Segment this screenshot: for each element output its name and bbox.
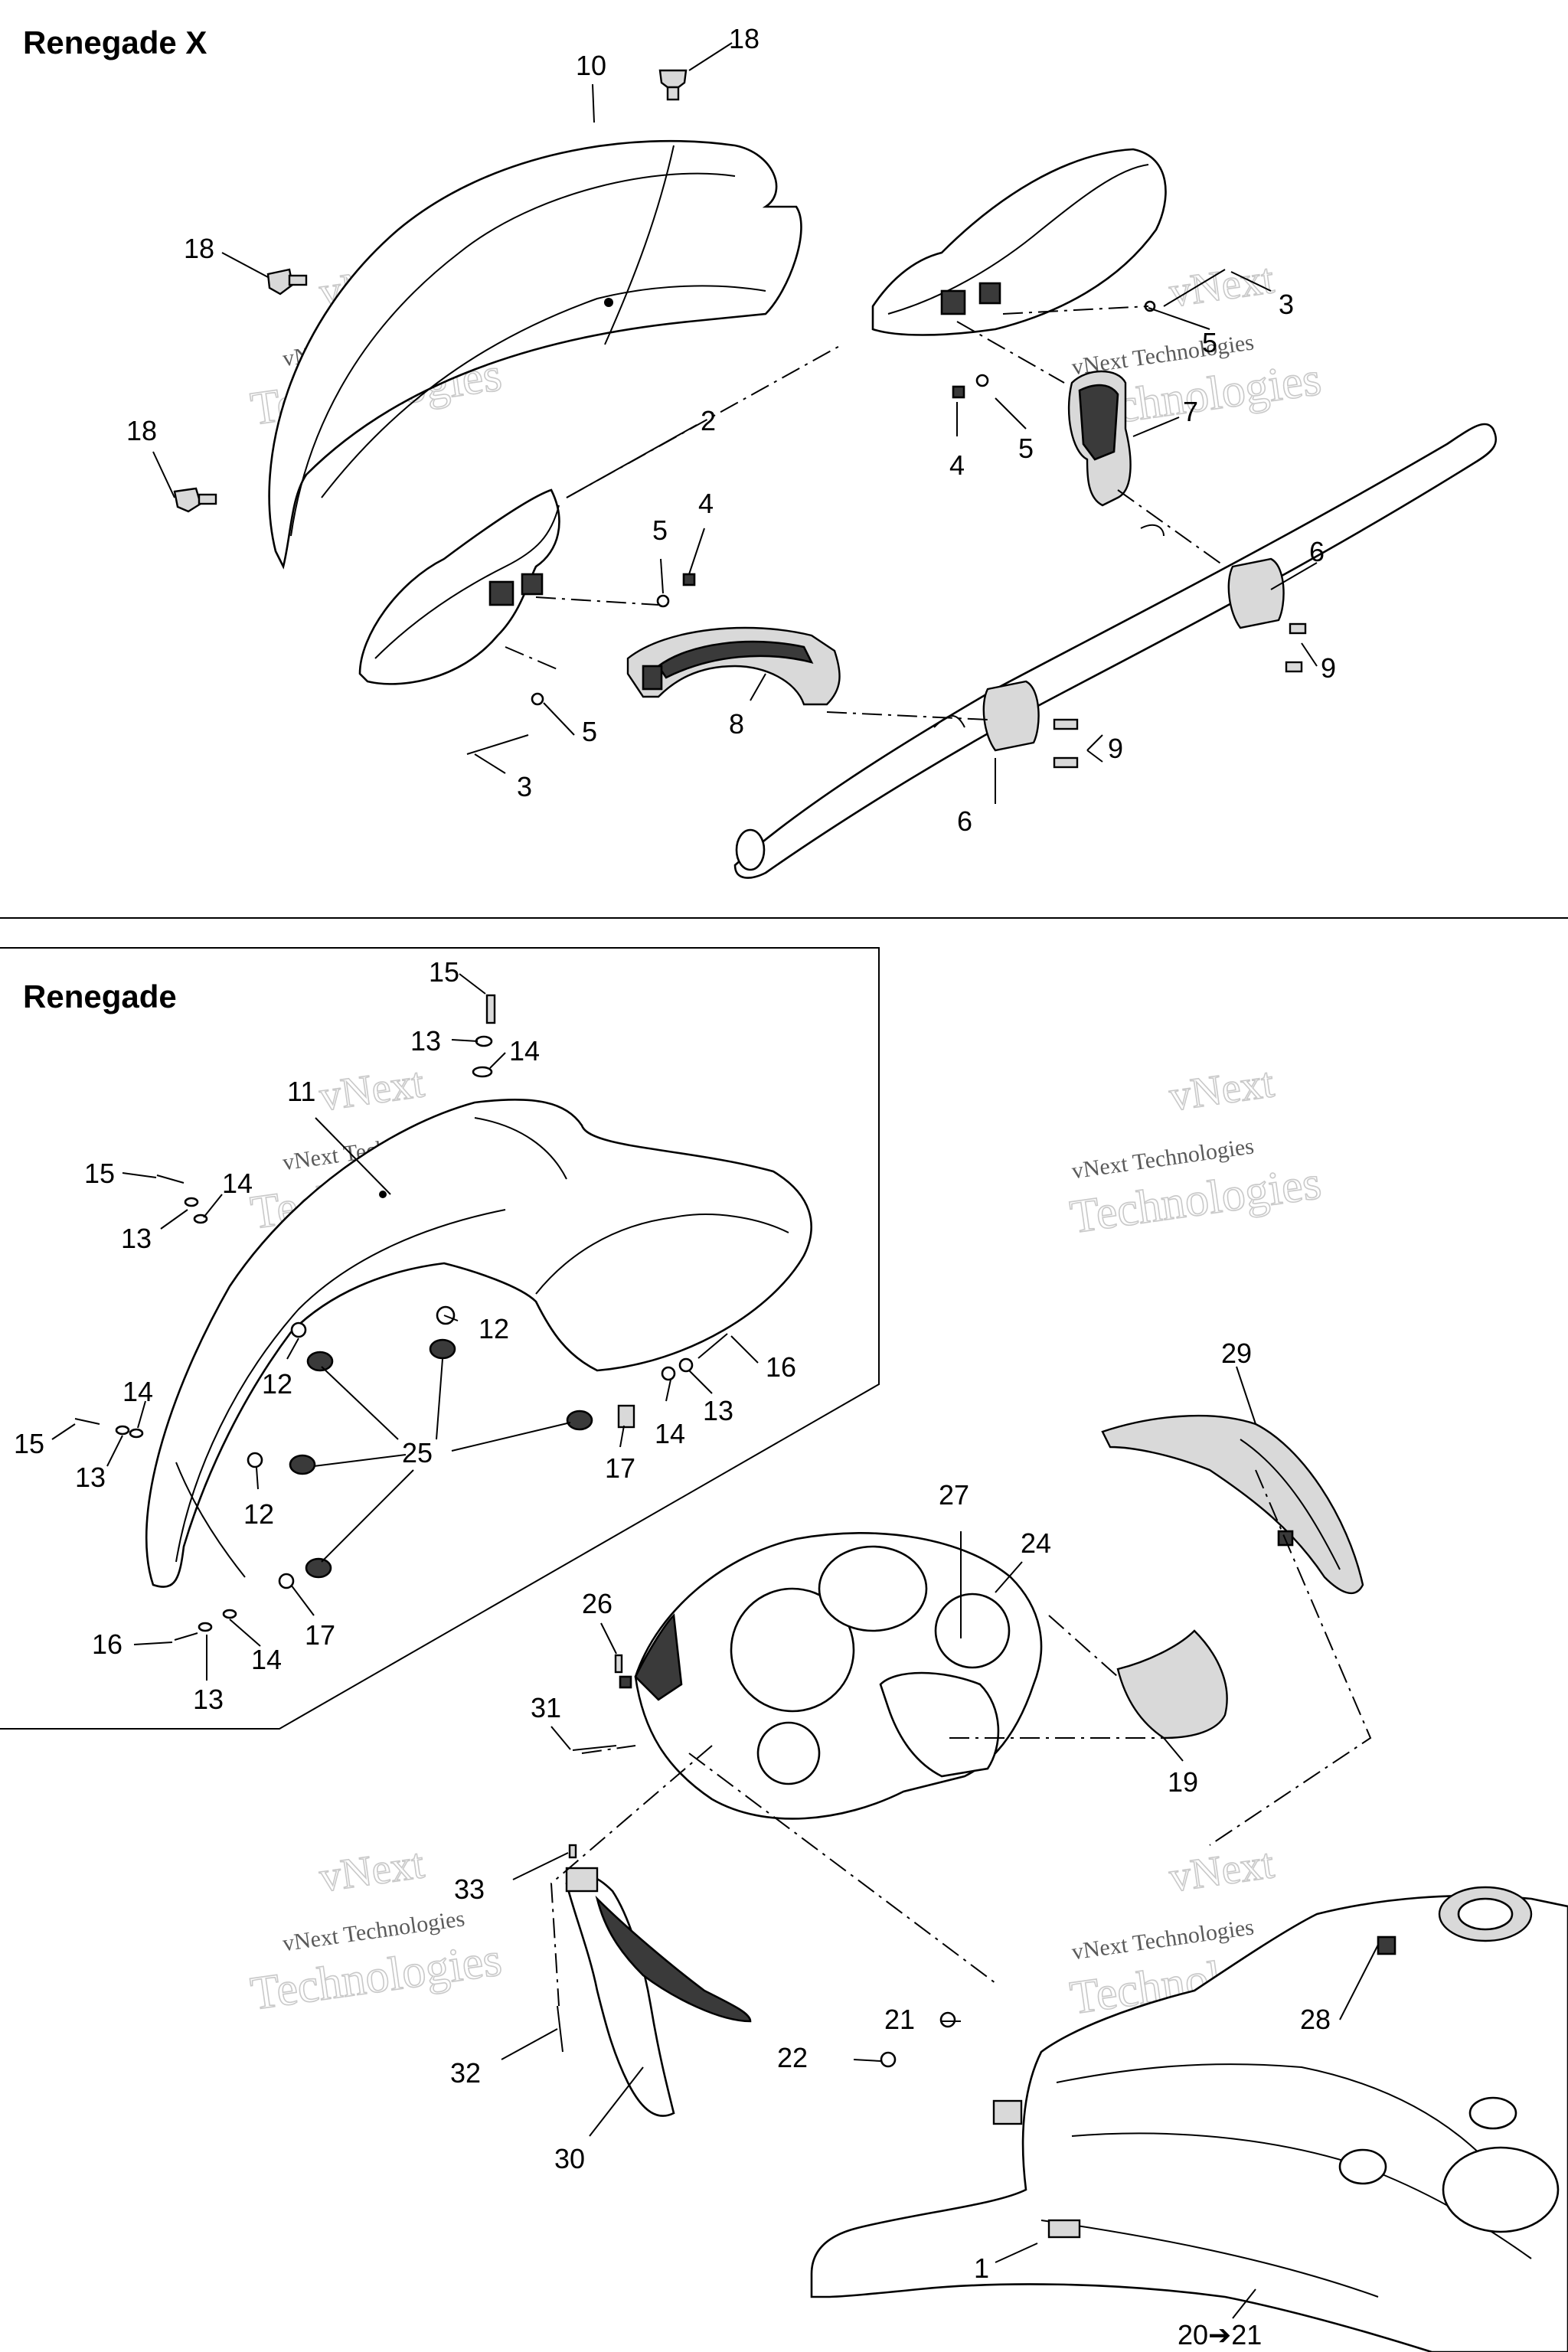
callout-6: 6 xyxy=(1309,536,1325,567)
bracket-part-7 xyxy=(1067,370,1132,507)
callout-12: 12 xyxy=(243,1498,274,1530)
clamp-part-6 xyxy=(982,557,1285,752)
callout-1: 1 xyxy=(974,2252,989,2284)
instrument-cover-part-24 xyxy=(619,1532,1043,1820)
callout-14: 14 xyxy=(251,1644,282,1675)
callout-leaders-renegade xyxy=(51,973,759,1681)
grommet-part-25 xyxy=(289,1338,593,1579)
callout-13: 13 xyxy=(703,1395,733,1426)
callouts-renegade: 15 13 14 11 15 14 13 12 12 16 13 14 25 1… xyxy=(14,956,796,1715)
callout-8: 8 xyxy=(729,708,744,740)
callout-6: 6 xyxy=(957,805,972,837)
watermark-vnext: vNext xyxy=(316,1059,427,1121)
callout-7: 7 xyxy=(1183,396,1198,427)
callout-15: 15 xyxy=(14,1428,44,1459)
callout-12: 12 xyxy=(479,1313,509,1344)
body-housing xyxy=(810,1886,1568,2352)
callout-25: 25 xyxy=(402,1437,433,1468)
cover-part-29 xyxy=(1101,1414,1364,1594)
callout-14: 14 xyxy=(222,1168,253,1199)
callout-13: 13 xyxy=(121,1223,152,1254)
callout-5: 5 xyxy=(1018,433,1034,464)
callout-13: 13 xyxy=(193,1684,224,1715)
callout-14: 14 xyxy=(655,1418,685,1449)
callout-15: 15 xyxy=(429,956,459,988)
windshield-part-10 xyxy=(268,139,802,570)
callouts-lower: 29 27 24 26 31 19 33 32 30 21 22 28 1 20… xyxy=(450,1338,1331,2350)
callout-9: 9 xyxy=(1108,733,1123,764)
callout-14: 14 xyxy=(122,1376,153,1407)
section-title-renegade: Renegade xyxy=(23,978,177,1014)
callout-2: 2 xyxy=(701,405,716,436)
callout-18: 18 xyxy=(184,233,214,264)
callout-14: 14 xyxy=(509,1035,540,1067)
callout-30: 30 xyxy=(554,2143,585,2174)
watermark-vnext: vNext xyxy=(1166,1840,1277,1902)
callout-9: 9 xyxy=(1321,652,1336,684)
callout-5: 5 xyxy=(652,514,668,546)
callout-13: 13 xyxy=(75,1462,106,1493)
callout-26: 26 xyxy=(582,1588,612,1619)
callout-31: 31 xyxy=(531,1692,561,1723)
callout-3: 3 xyxy=(517,771,532,802)
callout-32: 32 xyxy=(450,2057,481,2089)
watermark-vnext: vNext xyxy=(1166,1059,1277,1121)
callout-18: 18 xyxy=(729,23,760,54)
callout-21: 21 xyxy=(884,2004,915,2035)
callout-5: 5 xyxy=(582,716,597,747)
fasteners-renegade xyxy=(74,994,728,1641)
callout-20-21: 20➔21 xyxy=(1178,2319,1262,2350)
callout-15: 15 xyxy=(84,1158,115,1189)
callout-16: 16 xyxy=(92,1628,122,1660)
watermark-vnext: vNext xyxy=(316,1840,427,1902)
callout-28: 28 xyxy=(1300,2004,1331,2035)
handguard-right xyxy=(871,148,1167,336)
renegade-inset-frame xyxy=(0,947,880,1730)
callout-leaders-lower xyxy=(501,1366,1379,2319)
bracket-part-8 xyxy=(626,626,841,706)
callout-5: 5 xyxy=(1202,327,1217,358)
callout-16: 16 xyxy=(766,1351,796,1383)
visor-part-19 xyxy=(1116,1629,1228,1740)
callout-11: 11 xyxy=(287,1076,315,1107)
callout-24: 24 xyxy=(1021,1527,1051,1559)
fasteners-renegade-x xyxy=(466,269,1307,769)
callout-12: 12 xyxy=(262,1368,292,1400)
callout-33: 33 xyxy=(454,1873,485,1905)
leader-lines-lower xyxy=(550,1469,1372,2007)
side-cover-part-30 xyxy=(565,1867,752,2117)
callout-13: 13 xyxy=(410,1025,441,1057)
callout-4: 4 xyxy=(698,488,714,519)
callout-29: 29 xyxy=(1221,1338,1252,1369)
callout-19: 19 xyxy=(1168,1766,1198,1798)
callout-18: 18 xyxy=(126,415,157,446)
callout-4: 4 xyxy=(949,449,965,481)
callouts-renegade-x: 18 10 18 18 2 3 5 7 5 4 5 4 6 9 8 5 3 9 … xyxy=(126,23,1336,837)
callout-10: 10 xyxy=(576,50,606,81)
callout-17: 17 xyxy=(305,1619,335,1651)
callout-22: 22 xyxy=(777,2042,808,2073)
push-rivet-part-18 xyxy=(173,69,688,513)
windshield-part-11 xyxy=(145,1098,812,1588)
callout-3: 3 xyxy=(1279,289,1294,320)
handguard-left xyxy=(358,488,560,685)
callout-17: 17 xyxy=(605,1452,635,1484)
fasteners-lower xyxy=(557,1654,956,2068)
callout-leaders-top xyxy=(152,42,1318,804)
callout-27: 27 xyxy=(939,1479,969,1511)
section-title-renegade-x: Renegade X xyxy=(23,24,207,60)
